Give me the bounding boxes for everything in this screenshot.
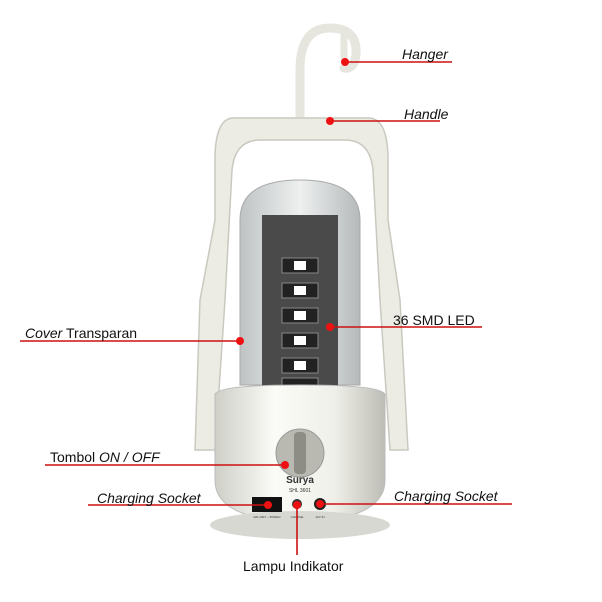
brand-text: Surya <box>286 475 314 486</box>
label-handle: Handle <box>404 106 449 122</box>
label-cover: Cover Transparan <box>25 325 138 341</box>
label-charging-left: Charging Socket <box>97 490 201 506</box>
label-switch: Tombol ON / OFF <box>50 449 160 465</box>
model-text: SHL 3601 <box>289 488 311 494</box>
callout-lines <box>20 61 512 555</box>
label-charging-right: Charging Socket <box>394 488 498 504</box>
label-hanger: Hanger <box>402 46 448 62</box>
ac-socket-text: 220-240V ~ 50/60Hz <box>253 515 281 519</box>
led-panel <box>262 215 338 391</box>
dc-socket-text: 12V IN <box>315 515 324 519</box>
label-indicator: Lampu Indikator <box>243 558 344 574</box>
callout-dots <box>236 58 349 509</box>
hanger-hook <box>295 23 361 123</box>
label-led: 36 SMD LED <box>393 312 475 328</box>
